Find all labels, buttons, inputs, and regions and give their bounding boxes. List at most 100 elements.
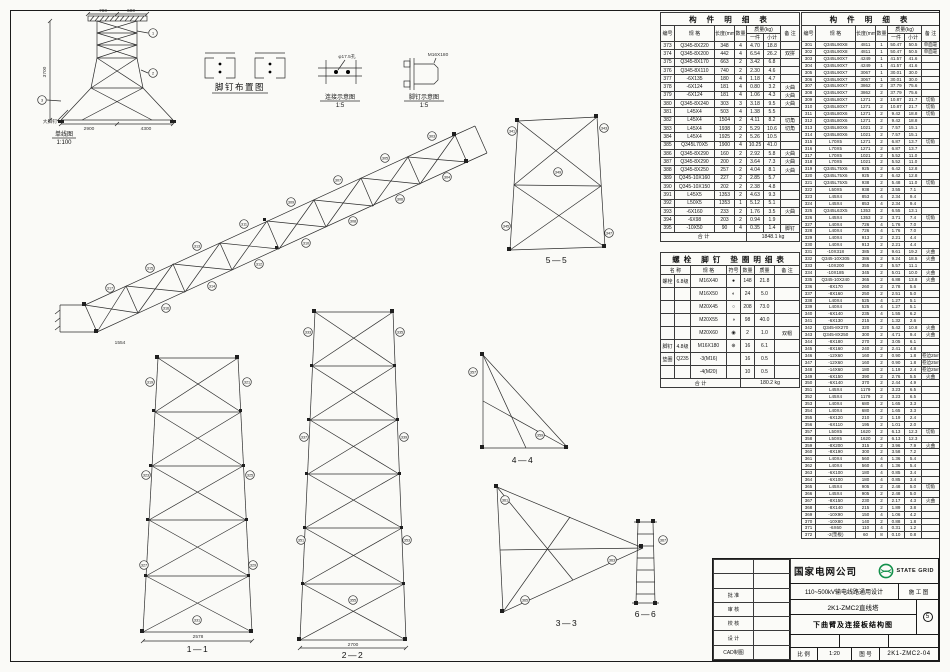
table-cell: 310 bbox=[801, 103, 816, 112]
table-cell: 386 bbox=[855, 255, 876, 263]
table-cell: 13.8 bbox=[904, 275, 922, 284]
table-cell: -10X185 bbox=[815, 268, 856, 277]
col-header: 编号 bbox=[801, 25, 816, 42]
table-cell: 2.92 bbox=[746, 148, 764, 159]
table-cell bbox=[660, 313, 675, 327]
table-cell: 2 bbox=[875, 517, 888, 526]
part-callout-bubble bbox=[402, 535, 412, 545]
table-cell: M20X55 bbox=[690, 313, 727, 327]
drawing-label: 2700 bbox=[348, 642, 359, 648]
table-cell: Q345-10X160 bbox=[674, 173, 715, 184]
table-row: 批 准 bbox=[713, 587, 791, 603]
section-6-6-member bbox=[632, 521, 659, 604]
table-cell: 364 bbox=[801, 476, 816, 484]
table-cell: 10.8 bbox=[904, 324, 922, 333]
table-cell: 2.44 bbox=[887, 379, 905, 388]
table-cell: 1.27 bbox=[887, 303, 905, 312]
table-cell: 2 bbox=[875, 344, 888, 353]
table-cell: 2 bbox=[875, 130, 888, 139]
table-cell: 5.0 bbox=[754, 287, 775, 301]
drawing-label: 2900 bbox=[84, 126, 95, 132]
table-cell: 1.8 bbox=[904, 351, 922, 360]
table-cell: -6X110 bbox=[815, 420, 856, 429]
table-cell: 9.4 bbox=[904, 331, 922, 339]
table-cell: 140 bbox=[855, 517, 876, 526]
table-cell: 2 bbox=[875, 483, 888, 491]
part-callout-bubble bbox=[500, 495, 510, 505]
table-cell: 30.0 bbox=[904, 75, 922, 84]
table-cell: L45X5 bbox=[674, 190, 715, 200]
part-callout-bubble bbox=[468, 367, 478, 377]
table-cell: 300 bbox=[855, 331, 876, 339]
part-callout-number: 347 bbox=[606, 232, 612, 236]
table-cell bbox=[920, 386, 941, 395]
table-cell: 215 bbox=[855, 317, 876, 326]
table-cell: 15.1 bbox=[904, 130, 922, 139]
table-cell: 395 bbox=[660, 223, 675, 233]
table-cell: 4811 bbox=[855, 47, 876, 56]
total-label: 合 计 bbox=[660, 231, 747, 242]
table-cell bbox=[753, 616, 791, 632]
section-1-1-panel bbox=[140, 357, 255, 644]
part-callout-bubble bbox=[148, 68, 158, 78]
table-cell: Q345L63X5 bbox=[815, 206, 856, 215]
table-cell: 315 bbox=[855, 441, 876, 450]
table-cell: 202 bbox=[714, 182, 735, 192]
part-callout-bubble bbox=[296, 535, 306, 545]
table-cell bbox=[660, 300, 675, 314]
table-cell: 1.76 bbox=[887, 227, 905, 236]
table-cell: 6.2 bbox=[904, 310, 922, 319]
table-cell: 1271 bbox=[855, 103, 876, 112]
table-cell bbox=[920, 158, 941, 167]
table-row bbox=[713, 558, 791, 575]
col-header: 小计 bbox=[763, 33, 781, 42]
table-cell: 8.2 bbox=[763, 115, 781, 125]
table-cell: 切角 bbox=[920, 213, 941, 222]
table-cell: 5.52 bbox=[887, 158, 905, 167]
table-cell: 41.57 bbox=[887, 54, 905, 63]
gusset-plates bbox=[82, 114, 657, 641]
company-name: 国家电网公司 bbox=[794, 567, 858, 578]
table-cell: 7.3 bbox=[763, 157, 781, 167]
table-cell: 913 bbox=[855, 241, 876, 250]
table-cell: 347 bbox=[801, 358, 816, 367]
table-cell: L45X4 bbox=[815, 393, 856, 402]
footpeg-arrangement-detail bbox=[204, 52, 286, 94]
table-cell: 0.8 bbox=[904, 531, 922, 540]
drawing-label: 1:5 bbox=[420, 103, 429, 109]
part-callout-number: 316 bbox=[163, 307, 169, 311]
table-cell: -6X130 bbox=[815, 317, 856, 326]
table-cell: 307 bbox=[801, 82, 816, 91]
table-cell: 7.2 bbox=[904, 448, 922, 457]
table-cell: 180 bbox=[855, 365, 876, 374]
table-cell: 切角 bbox=[920, 103, 941, 112]
series-row: 110~500kV输电线路通用设计 施 工 图 bbox=[790, 584, 938, 600]
table-cell: Q345L90X7 bbox=[815, 89, 856, 98]
table-cell: 320 bbox=[801, 172, 816, 181]
table-cell: 363 bbox=[801, 469, 816, 478]
table-cell: 560 bbox=[855, 462, 876, 471]
table-cell: Q345L75X6 bbox=[815, 172, 856, 181]
table-cell: L70X5 bbox=[815, 144, 856, 153]
table-cell bbox=[773, 313, 801, 327]
table-cell: L40X4 bbox=[815, 227, 856, 236]
table-row: CAD制图 bbox=[713, 644, 791, 661]
drawing-label: 3700 bbox=[42, 66, 48, 77]
part-callout-number: 327 bbox=[141, 564, 147, 568]
part-callout-bubble bbox=[395, 194, 405, 204]
table-cell: 1179 bbox=[855, 393, 876, 402]
col-header: 名 称 bbox=[660, 265, 691, 275]
table-cell bbox=[920, 303, 941, 312]
table-cell: 1 bbox=[734, 198, 747, 208]
table-cell: 50.47 bbox=[887, 47, 905, 56]
table-cell: 2 bbox=[875, 289, 888, 298]
table-cell: 357 bbox=[801, 427, 816, 436]
table-cell: L45X4 bbox=[815, 483, 856, 491]
